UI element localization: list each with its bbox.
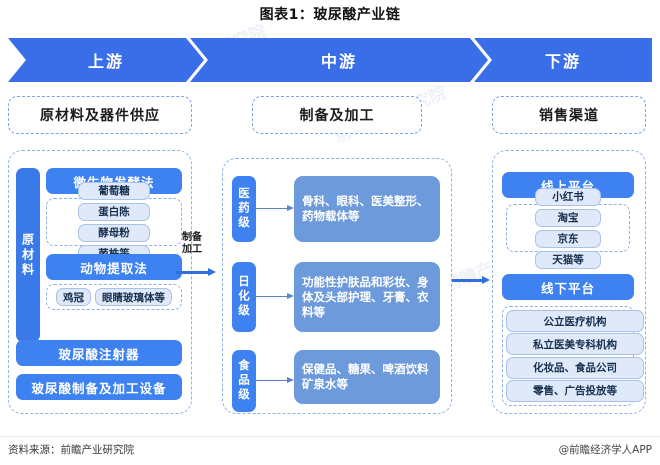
- tag-item: 小红书: [535, 187, 601, 206]
- stage-band: 上游 中游 下游: [8, 38, 652, 82]
- list-item: 零售、广告投放等: [506, 379, 644, 402]
- arrow-grade-food: [256, 377, 294, 384]
- stage-chevron-midstream: 中游: [190, 38, 488, 82]
- connector-label-preparation: 制备加工: [182, 232, 202, 255]
- footer-brand: @前瞻经济学人APP: [558, 444, 652, 456]
- column-header-downstream: 销售渠道: [492, 96, 646, 134]
- tag-item: 鸡冠: [56, 288, 91, 306]
- arrow-grade-medical: [256, 205, 294, 212]
- tag-item: 葡萄糖: [78, 181, 150, 200]
- list-item: 化妆品、食品公司: [506, 356, 644, 379]
- downstream-channel-offline: 线下平台: [502, 274, 634, 300]
- tag-item: 京东: [535, 229, 601, 248]
- arrow-grade-daily-chemical: [256, 293, 294, 300]
- midstream-grade-content-medical: 骨科、眼科、医美整形、药物载体等: [294, 176, 440, 242]
- stage-chevron-downstream: 下游: [474, 38, 652, 82]
- downstream-online-tags: 小红书 淘宝 京东 天猫等: [506, 187, 630, 269]
- midstream-grade-label-medical: 医药级: [232, 176, 256, 242]
- list-item: 公立医疗机构: [506, 310, 644, 332]
- upstream-vertical-label: 原材料: [16, 168, 40, 342]
- upstream-fermentation-tags: 葡萄糖 蛋白陈 酵母粉 菌株等: [46, 181, 182, 263]
- tag-item: 淘宝: [535, 208, 601, 227]
- column-header-upstream: 原材料及器件供应: [8, 96, 192, 134]
- upstream-method-animal-extraction: 动物提取法: [46, 254, 182, 280]
- upstream-equipment-syringe: 玻尿酸注射器: [16, 340, 182, 366]
- downstream-offline-list: 公立医疗机构 私立医美专科机构 化妆品、食品公司 零售、广告投放等: [502, 306, 644, 406]
- upstream-animal-tags: 鸡冠 眼睛玻璃体等: [46, 284, 182, 310]
- midstream-grade-content-food: 保健品、糖果、啤酒饮料矿泉水等: [294, 350, 440, 404]
- column-header-midstream: 制备及加工: [252, 96, 422, 134]
- midstream-grade-label-food: 食品级: [232, 350, 256, 412]
- chart-title: 图表1：玻尿酸产业链: [259, 7, 401, 23]
- stage-chevron-upstream: 上游: [8, 38, 204, 82]
- tag-item: 天猫等: [535, 250, 601, 269]
- list-item: 私立医美专科机构: [506, 333, 644, 356]
- arrow-midstream-to-downstream: [452, 276, 490, 284]
- upstream-equipment-processing: 玻尿酸制备及加工设备: [16, 374, 182, 400]
- tag-item: 酵母粉: [78, 223, 150, 242]
- arrow-upstream-to-midstream: [176, 268, 216, 276]
- footer-divider: [0, 436, 660, 437]
- tag-item: 蛋白陈: [78, 202, 150, 221]
- footer-source: 资料来源：前瞻产业研究院: [8, 444, 134, 456]
- midstream-grade-content-daily-chemical: 功能性护肤品和彩妆、身体及头部护理、牙膏、衣料等: [294, 262, 440, 332]
- midstream-grade-label-daily-chemical: 日化级: [232, 262, 256, 332]
- tag-item: 眼睛玻璃体等: [95, 288, 172, 306]
